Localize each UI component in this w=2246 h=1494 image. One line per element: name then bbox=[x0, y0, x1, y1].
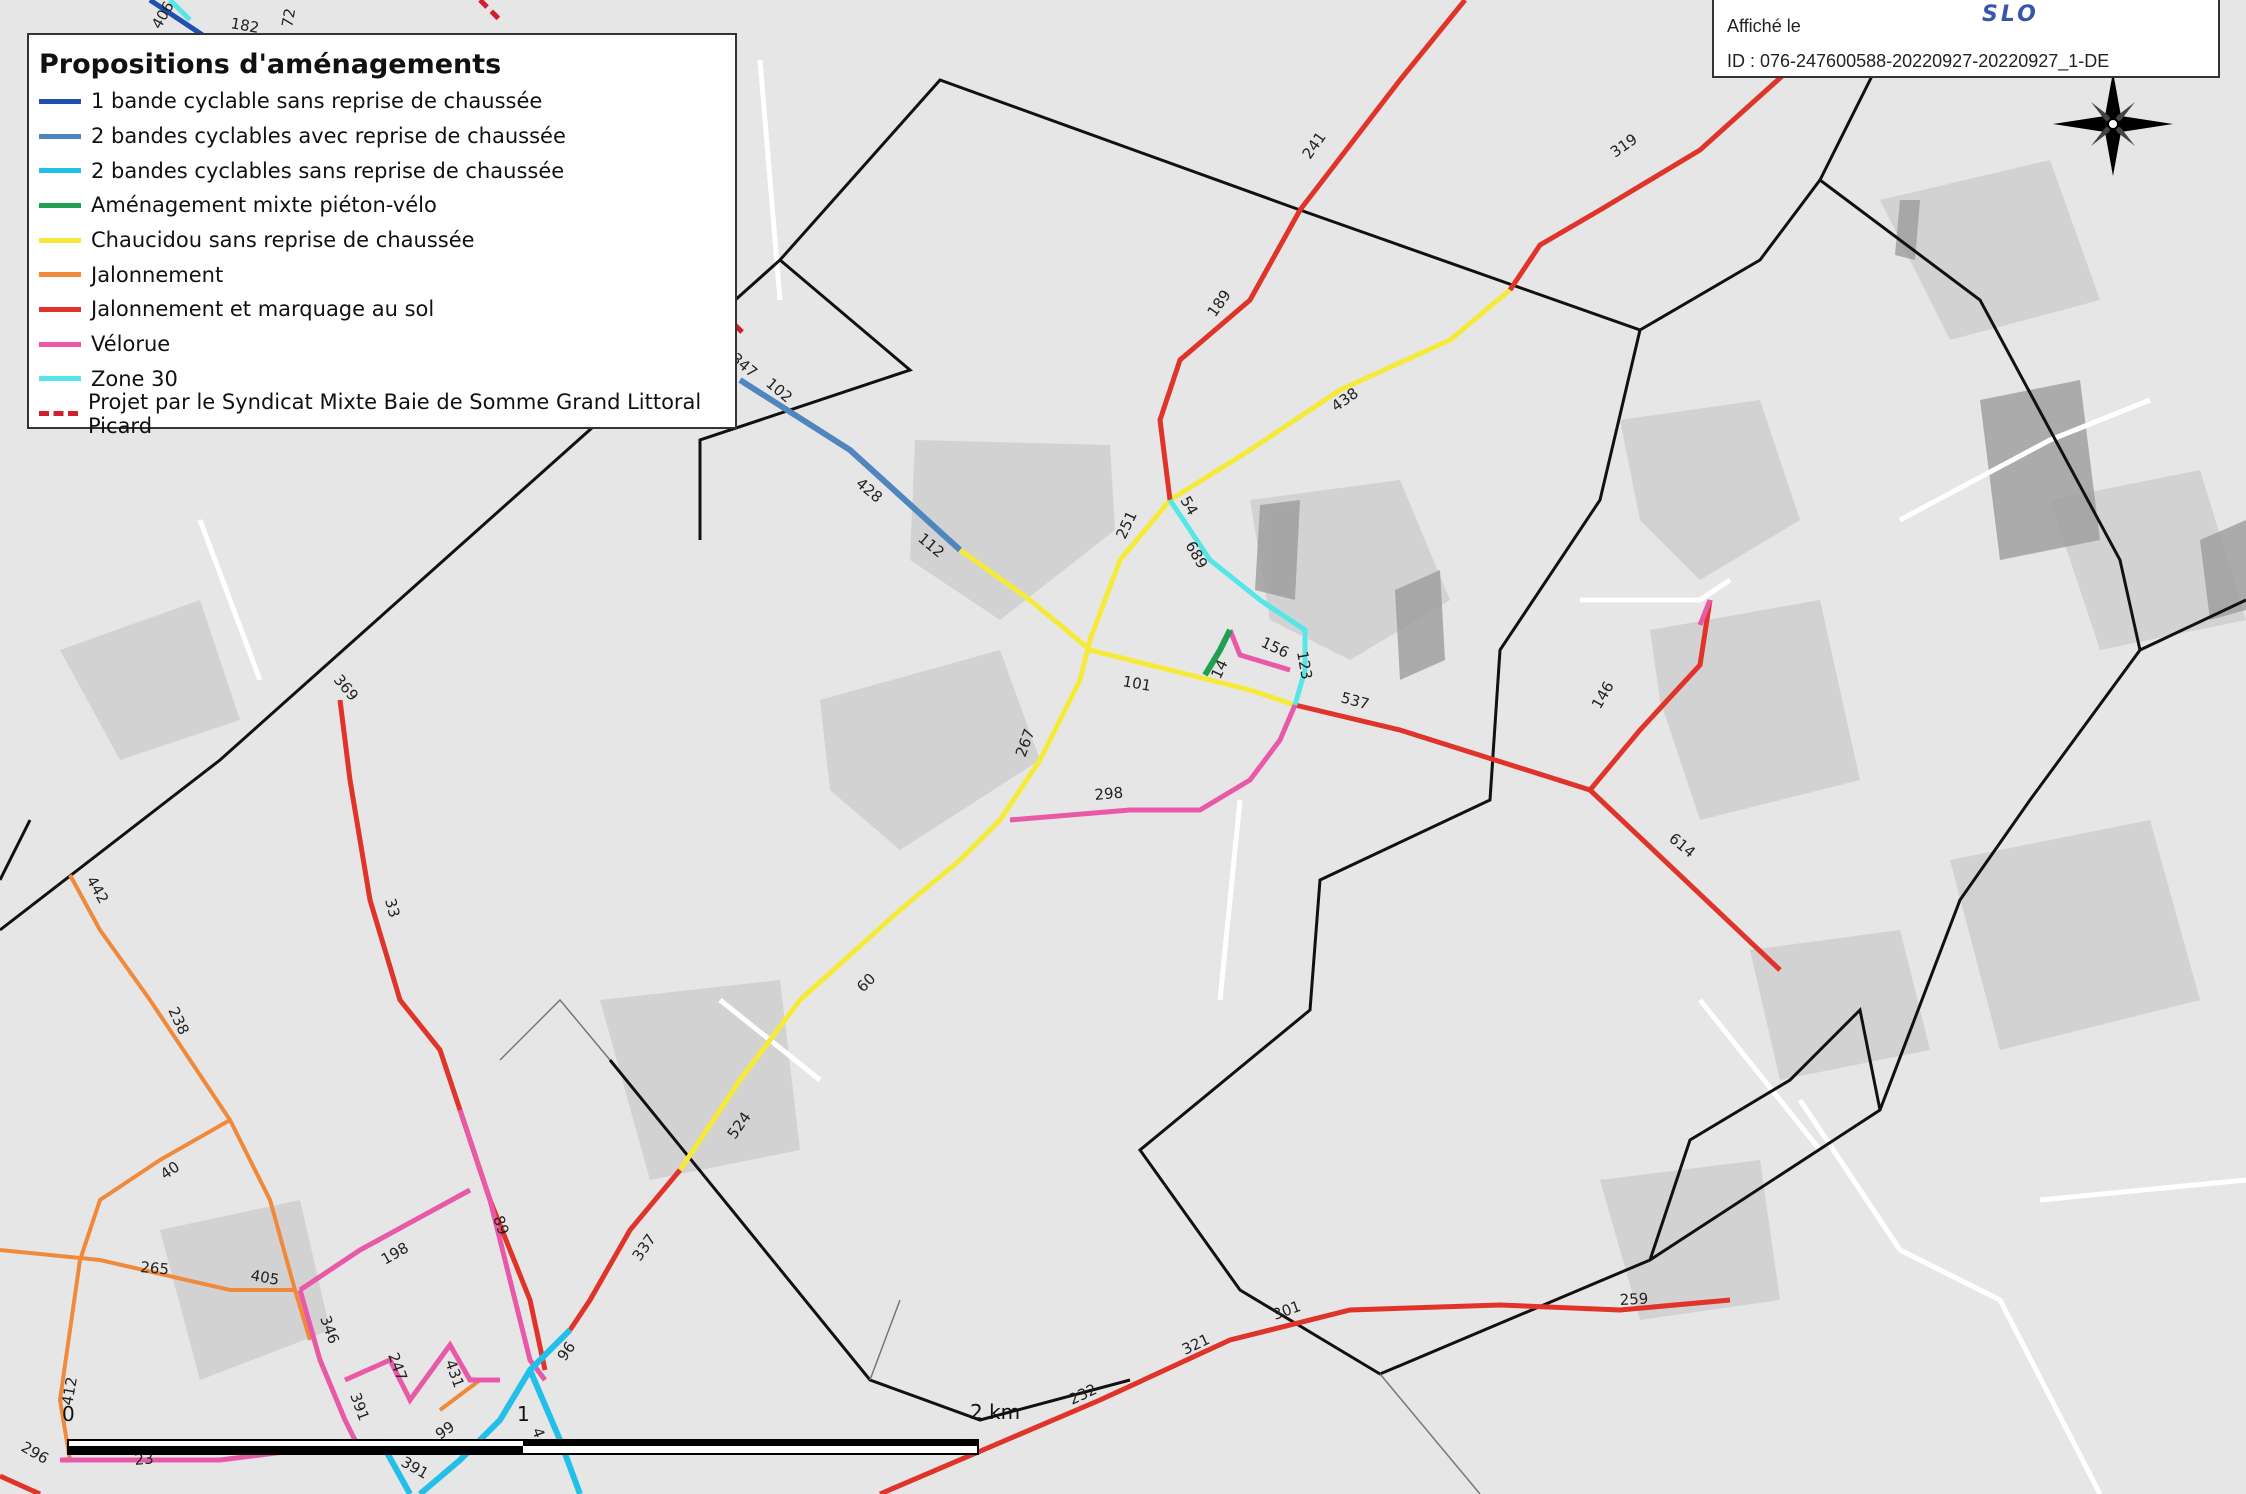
legend-swatch bbox=[39, 168, 81, 174]
legend-label: Projet par le Syndicat Mixte Baie de Som… bbox=[87, 389, 702, 438]
legend-swatch bbox=[39, 306, 81, 312]
legend-label: Chaucidou sans reprise de chaussée bbox=[91, 228, 475, 253]
legend-item: Zone 30 bbox=[39, 362, 723, 397]
legend-label: 1 bande cyclable sans reprise de chaussé… bbox=[91, 89, 543, 114]
legend-item: 2 bandes cyclables avec reprise de chaus… bbox=[39, 119, 723, 154]
scale-label-0: 0 bbox=[62, 1402, 75, 1426]
legend-item: 2 bandes cyclables sans reprise de chaus… bbox=[39, 153, 723, 188]
legend-label: Jalonnement et marquage au sol bbox=[91, 297, 435, 322]
stamp-logo: SLO bbox=[1982, 2, 2039, 27]
legend-label: 2 bandes cyclables avec reprise de chaus… bbox=[91, 124, 566, 149]
legend-swatch bbox=[39, 133, 81, 139]
route-yellow bbox=[677, 288, 1512, 1172]
dark-field-patches bbox=[1255, 200, 2246, 680]
segment-label: 123 bbox=[1293, 650, 1316, 681]
route-orange bbox=[0, 874, 482, 1461]
stamp-affiche: Affiché le bbox=[1727, 16, 1801, 36]
legend-swatch bbox=[39, 237, 81, 243]
legend-label: Zone 30 bbox=[91, 366, 178, 391]
legend-title: Propositions d'aménagements bbox=[39, 49, 502, 80]
scale-label-1: 1 bbox=[517, 1402, 530, 1426]
segment-label: 33 bbox=[381, 896, 403, 919]
legend-item: Vélorue bbox=[39, 327, 723, 362]
route-blue-2 bbox=[738, 377, 963, 553]
legend-swatch bbox=[39, 341, 81, 347]
segment-label: 298 bbox=[1094, 784, 1124, 804]
legend-item: Chaucidou sans reprise de chaussée bbox=[39, 223, 723, 258]
boundaries bbox=[0, 0, 2246, 1422]
map-legend: Propositions d'aménagements 1 bande cycl… bbox=[27, 33, 737, 438]
legend-label: 2 bandes cyclables sans reprise de chaus… bbox=[91, 158, 565, 183]
legend-swatch bbox=[39, 98, 81, 104]
legend-swatch bbox=[39, 202, 81, 208]
legend-swatch bbox=[39, 376, 81, 382]
segment-label: 412 bbox=[58, 1375, 81, 1406]
legend-label: Jalonnement bbox=[91, 262, 224, 287]
legend-swatch bbox=[39, 272, 81, 278]
stamp-id: ID : 076-247600588-20220927-20220927_1-D… bbox=[1727, 51, 2110, 71]
legend-label: Vélorue bbox=[91, 332, 171, 357]
segment-label: 265 bbox=[140, 1258, 170, 1278]
publication-stamp: Affiché le ID : 076-247600588-20220927-2… bbox=[1712, 0, 2220, 78]
legend-item: Aménagement mixte piéton-vélo bbox=[39, 188, 723, 223]
route-zone30 bbox=[168, 0, 1308, 706]
segment-label: 405 bbox=[249, 1266, 280, 1289]
scale-label-2: 2 km bbox=[970, 1400, 1021, 1424]
segment-label: 89 bbox=[489, 1213, 512, 1237]
thin-boundaries bbox=[499, 998, 1481, 1494]
legend-item: Projet par le Syndicat Mixte Baie de Som… bbox=[39, 390, 723, 438]
legend-item: 1 bande cyclable sans reprise de chaussé… bbox=[39, 84, 723, 119]
legend-item: Jalonnement et marquage au sol bbox=[39, 292, 723, 327]
segment-label: 259 bbox=[1619, 1290, 1649, 1309]
route-green bbox=[1202, 628, 1233, 677]
legend-label: Aménagement mixte piéton-vélo bbox=[91, 193, 437, 218]
field-patches bbox=[60, 160, 2246, 1380]
segment-label: 101 bbox=[1121, 672, 1152, 695]
segment-label: 182 bbox=[229, 14, 260, 37]
segment-label: 72 bbox=[278, 7, 299, 29]
compass-rose-icon bbox=[2053, 72, 2173, 176]
route-red bbox=[0, 0, 1802, 1494]
scale-bar bbox=[67, 1439, 979, 1455]
legend-item: Jalonnement bbox=[39, 257, 723, 292]
legend-swatch bbox=[39, 411, 78, 417]
